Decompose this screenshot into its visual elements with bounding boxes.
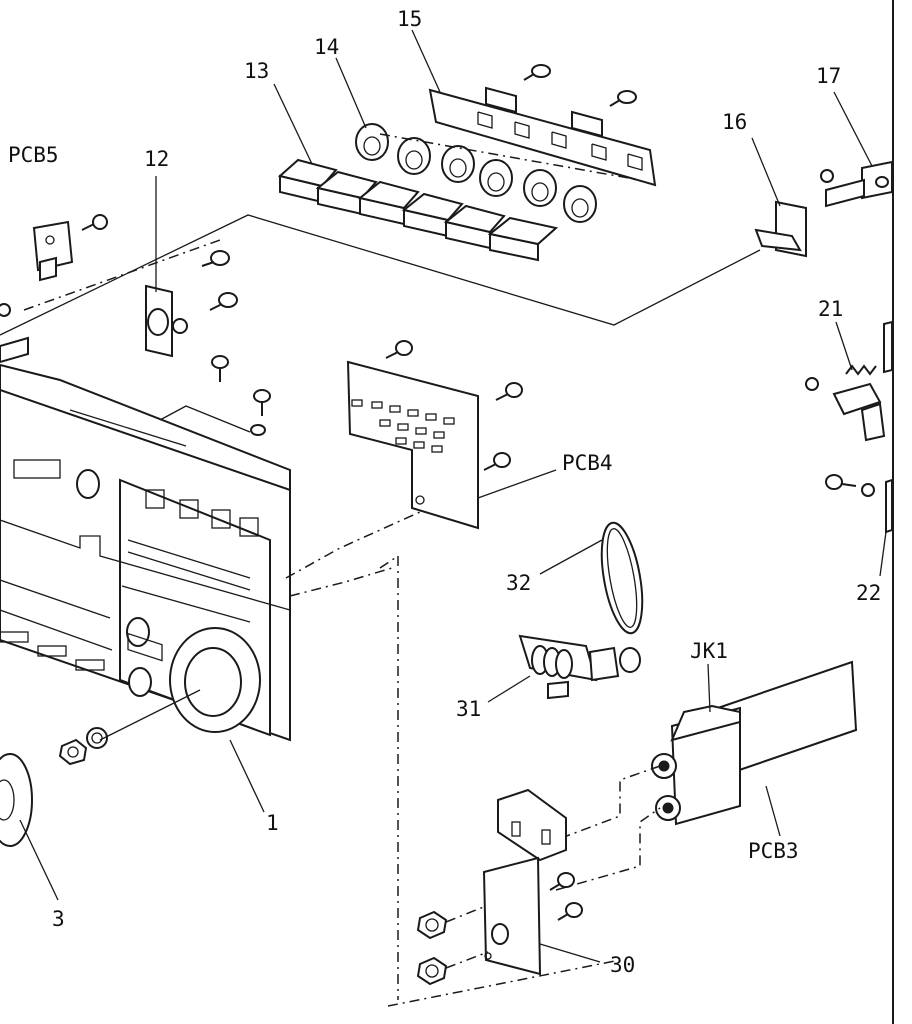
part-1-front-panel: [0, 363, 291, 742]
screw-12a: [201, 250, 230, 267]
label-16: 16: [722, 110, 747, 134]
part-16-button-knob: [754, 200, 807, 258]
label-17: 17: [816, 64, 841, 88]
pcb3-board: [670, 660, 858, 826]
screw-15a: [523, 64, 551, 81]
part-21-spring: [805, 320, 893, 442]
left-edge-bracket: [0, 336, 29, 364]
label-jk1: JK1: [690, 639, 728, 663]
label-21: 21: [818, 297, 843, 321]
label-pcb4: PCB4: [562, 451, 613, 475]
part-3-knob: [0, 753, 33, 847]
screw-12b: [209, 292, 238, 311]
part-17-switch: [820, 160, 893, 208]
leader-lines: [19, 29, 887, 963]
nut-panel-a: [58, 738, 88, 766]
screw-left-edge: [0, 303, 11, 317]
label-32: 32: [506, 571, 531, 595]
part-31-switch-assembly: [518, 634, 641, 700]
screw-pcb4-c: [483, 452, 511, 471]
pcb5-board: [32, 220, 74, 282]
label-12: 12: [144, 147, 169, 171]
label-pcb5: PCB5: [8, 143, 59, 167]
label-31: 31: [456, 697, 481, 721]
label-14: 14: [314, 35, 339, 59]
part-32-belt: [600, 521, 644, 635]
screw-30a: [549, 872, 575, 891]
screw-chassis-b: [250, 389, 271, 436]
screw-15b: [609, 90, 637, 107]
part-22-bracket: [825, 474, 893, 534]
part-30-jack-bracket: [482, 788, 567, 976]
part-13-push-buttons: [277, 158, 559, 262]
screw-30b: [557, 902, 583, 921]
label-30: 30: [610, 953, 635, 977]
nut-30b: [416, 956, 448, 986]
label-15: 15: [397, 7, 422, 31]
label-13: 13: [244, 59, 269, 83]
nut-30a: [416, 910, 448, 940]
label-22: 22: [856, 581, 881, 605]
part-12-control-bracket: [145, 284, 188, 358]
screw-pcb4-a: [385, 340, 413, 359]
part-14-lamp-sockets: [355, 123, 597, 223]
screw-pcb5: [81, 214, 108, 231]
screw-pcb4-b: [495, 382, 523, 401]
pcb4-board: [346, 360, 479, 530]
label-pcb3: PCB3: [748, 839, 799, 863]
label-1: 1: [266, 811, 279, 835]
washer-panel-b: [86, 727, 108, 749]
screw-chassis-a: [211, 355, 229, 382]
label-3: 3: [52, 907, 65, 931]
part-15-button-bracket: [428, 86, 657, 234]
jk1-jack: [651, 753, 681, 821]
